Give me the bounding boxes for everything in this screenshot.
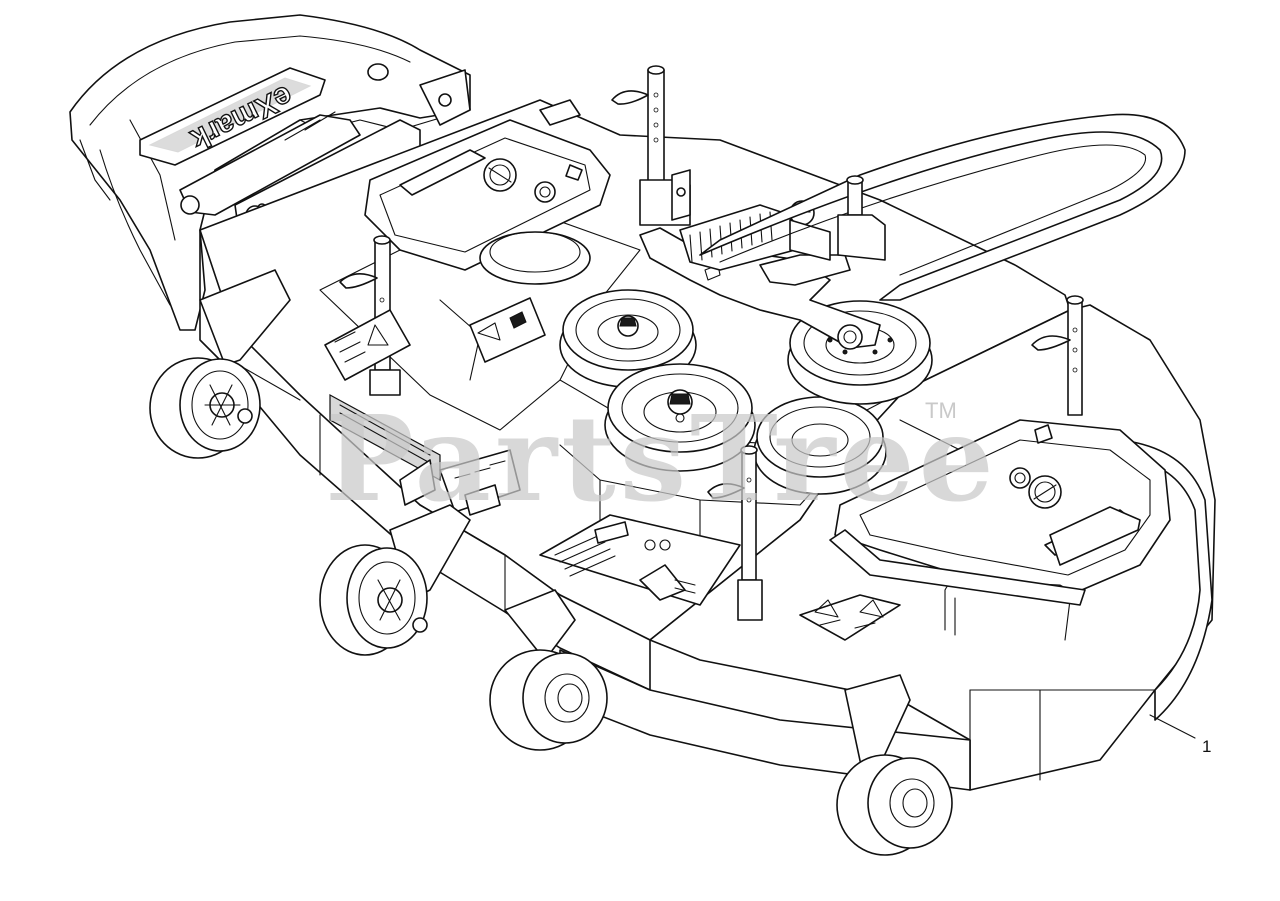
watermark: PartsTree TM — [325, 389, 998, 528]
center-belt-cover — [364, 99, 611, 271]
left-spindle-pulley — [479, 231, 591, 285]
height-pin-rear — [611, 65, 691, 226]
decal-instruction-left — [439, 449, 521, 516]
watermark-trademark: TM — [925, 398, 957, 423]
caster-wheel-front-center — [489, 589, 608, 751]
height-pin-front — [707, 445, 763, 621]
drive-belt — [699, 113, 1186, 301]
caster-wheel-front-right — [836, 674, 953, 856]
decal-warning-left — [324, 309, 411, 381]
height-pin-far-right — [837, 175, 886, 261]
watermark-text: PartsTree — [325, 389, 998, 528]
discharge-rod — [829, 529, 1086, 641]
front-idler-pulley — [604, 363, 756, 472]
callout-1: 1 — [1149, 714, 1211, 756]
callout-leader-line — [1149, 714, 1196, 739]
decal-instruction-main — [539, 514, 741, 606]
decal-warning-center — [469, 297, 546, 363]
height-pin-right — [1031, 295, 1084, 416]
right-belt-cover — [834, 419, 1171, 596]
decal-brand-side — [329, 393, 441, 506]
decal-warning-right — [799, 594, 901, 641]
callout-label: 1 — [1202, 737, 1211, 756]
caster-wheel-front-left — [319, 504, 471, 656]
caster-wheel-left — [149, 269, 291, 459]
